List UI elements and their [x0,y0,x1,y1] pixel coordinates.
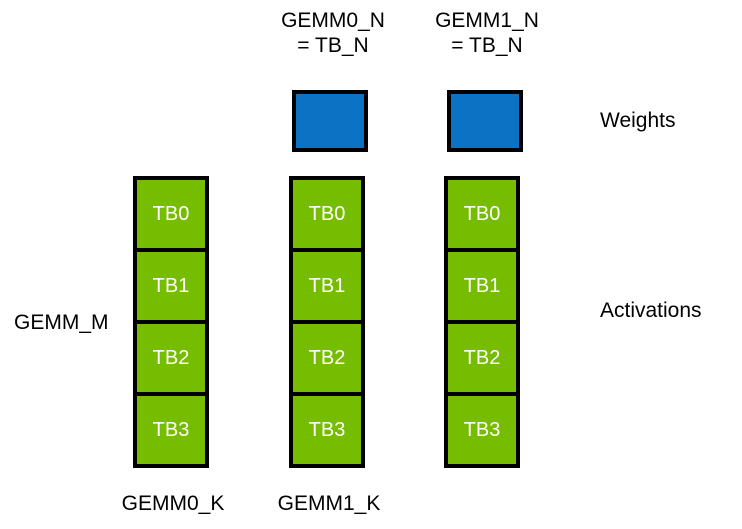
tb-cell: TB3 [289,392,365,468]
gemm1-k-label: GEMM1_K [277,492,381,515]
tb-cell: TB1 [444,248,520,324]
gemm0-n-label: GEMM0_N= TB_N [258,8,408,58]
tb-cell: TB3 [133,392,209,468]
tb-cell: TB0 [444,176,520,252]
tb-cell: TB2 [289,320,365,396]
gemm0-n-line2: = TB_N [297,34,369,57]
tb-cell: TB0 [289,176,365,252]
activation-column-gemm1: TB0 TB1 TB2 TB3 [444,176,520,468]
tb-cell: TB0 [133,176,209,252]
tb-cell: TB1 [133,248,209,324]
gemm0-k-label: GEMM0_K [121,492,225,515]
gemm1-n-label: GEMM1_N= TB_N [412,8,562,58]
gemm-m-label: GEMM_M [14,311,109,334]
activation-column-gemm-m: TB0 TB1 TB2 TB3 [133,176,209,468]
gemm1-n-line2: = TB_N [451,34,523,57]
weight-block-gemm1 [447,90,523,152]
weight-block-gemm0 [292,90,368,152]
gemm1-n-line1: GEMM1_N [435,9,539,32]
tb-cell: TB1 [289,248,365,324]
tb-cell: TB3 [444,392,520,468]
activation-column-gemm0: TB0 TB1 TB2 TB3 [289,176,365,468]
gemm0-n-line1: GEMM0_N [281,9,385,32]
tb-cell: TB2 [133,320,209,396]
weights-row-label: Weights [600,109,676,132]
tb-cell: TB2 [444,320,520,396]
activations-row-label: Activations [600,299,702,322]
